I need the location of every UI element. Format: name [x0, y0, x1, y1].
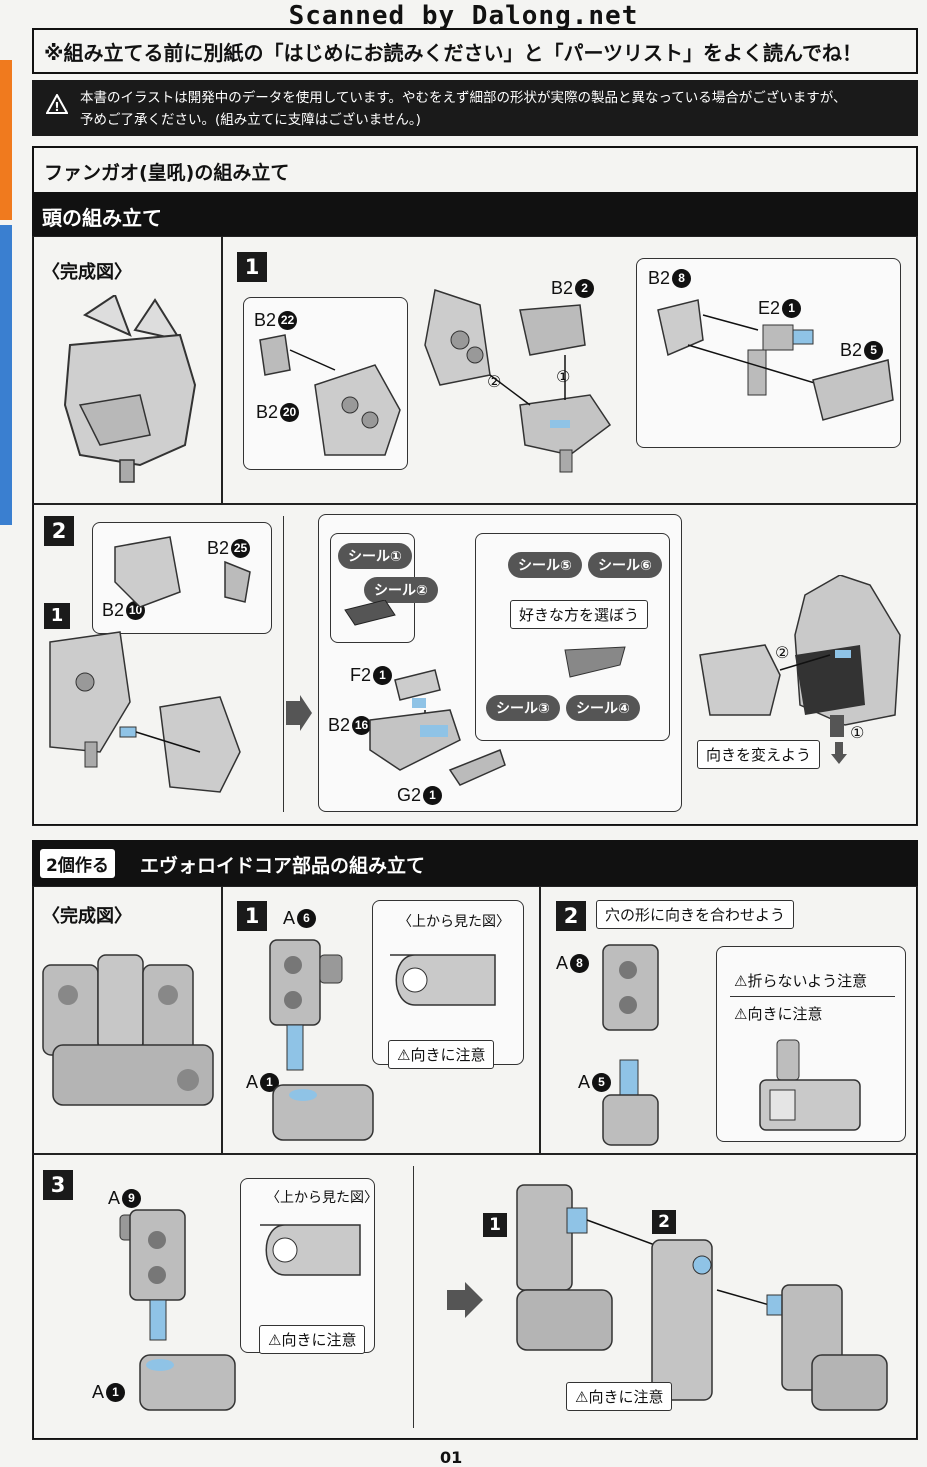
- step-number: 3: [43, 1170, 73, 1200]
- divider: [730, 996, 895, 997]
- detail-box: [636, 258, 901, 448]
- section2-bar: 2個作る エヴォロイドコア部品の組み立て: [32, 840, 918, 886]
- divider: [413, 1166, 414, 1428]
- core-step3-illustration: [119, 1209, 236, 1411]
- caution-orientation: ⚠向きに注意: [566, 1382, 673, 1411]
- warning-box: ! 本書のイラストは開発中のデータを使用しています。やむをえず細部の形状が実際の…: [32, 80, 918, 136]
- page-number: 01: [440, 1448, 463, 1467]
- sticker-part-illustration: [564, 646, 626, 678]
- next-arrow-icon: [447, 1282, 483, 1318]
- caution-no-bend: ⚠折らないよう注意: [734, 972, 868, 990]
- part-b2-cheek-illustration: [259, 334, 401, 456]
- sticker-label: シール⑥: [588, 552, 662, 578]
- step-number: 1: [237, 901, 267, 931]
- caution-orientation: ⚠向きに注意: [388, 1040, 495, 1069]
- divider: [283, 516, 284, 812]
- top-view-illustration: [390, 954, 496, 1006]
- completed-label: 〈完成図〉: [42, 906, 132, 927]
- sub-step-number: 2: [652, 1210, 676, 1234]
- step-number: 1: [237, 252, 267, 282]
- warning-line2: 予めご了承ください。(組み立てに支障はございません。): [80, 112, 421, 128]
- warning-line1: 本書のイラストは開発中のデータを使用しています。やむをえず細部の形状が実際の製品…: [80, 90, 847, 106]
- head-final-assembly-illustration: [699, 575, 901, 737]
- order-label: ②: [775, 643, 790, 662]
- align-hole-hint: 穴の形に向きを合わせよう: [596, 900, 795, 929]
- head-assembly-illustration: [424, 289, 612, 473]
- sticker-label: シール②: [364, 577, 438, 603]
- choose-hint: 好きな方を選ぼう: [510, 600, 649, 629]
- side-tab-orange: [0, 60, 12, 220]
- notice-read-first: ※組み立てる前に別紙の「はじめにお読みください」と「パーツリスト」をよく読んでね…: [32, 28, 918, 74]
- top-view-label: 〈上から見た図〉: [266, 1190, 378, 1206]
- sticker-label: シール⑤: [508, 552, 582, 578]
- subsection-bar: 頭の組み立て: [32, 192, 918, 236]
- mouth-parts-illustration: [344, 600, 506, 786]
- order-label: ②: [487, 372, 502, 391]
- sticker-label: シール④: [566, 695, 640, 721]
- lion-head-illustration: [63, 295, 197, 483]
- svg-text:!: !: [54, 100, 59, 114]
- order-label: ①: [556, 367, 571, 386]
- sub-step-number: 1: [483, 1213, 507, 1237]
- core-completed-illustration: [42, 954, 214, 1106]
- caution-orientation: ⚠向きに注意: [259, 1325, 366, 1354]
- sticker-label: シール③: [486, 695, 560, 721]
- subsection-title: 頭の組み立て: [42, 206, 162, 230]
- step-number: 2: [556, 901, 586, 931]
- side-tab-blue: [0, 225, 12, 525]
- caution-orientation: ⚠向きに注意: [734, 1005, 823, 1023]
- head-step2-panel: [32, 504, 918, 826]
- order-label: ①: [850, 723, 865, 742]
- next-arrow-icon: [286, 695, 312, 731]
- completed-label: 〈完成図〉: [42, 262, 132, 283]
- sticker-label: シール①: [338, 543, 412, 569]
- peg-detail-illustration: [759, 1039, 861, 1131]
- jaw-parts-illustration: [657, 299, 894, 421]
- top-view-label: 〈上から見た図〉: [398, 914, 510, 930]
- core-step1-illustration: [269, 939, 374, 1141]
- core-step2-illustration: [602, 944, 659, 1146]
- sub-step-number: 1: [44, 603, 70, 629]
- core-step3-panel: [32, 1154, 918, 1440]
- core-step1-panel: [222, 886, 540, 1154]
- head-step1-panel: [222, 236, 918, 504]
- step-number: 2: [44, 516, 74, 546]
- warning-icon: !: [46, 94, 68, 114]
- core-completed-panel: [32, 886, 222, 1154]
- top-view-illustration: [260, 1224, 361, 1276]
- section1-title: ファンガオ(皇吼)の組み立て: [44, 162, 290, 184]
- core-step2-panel: [540, 886, 918, 1154]
- make-two-badge: 2個作る: [40, 849, 115, 878]
- down-arrow-icon: [831, 742, 847, 764]
- core-join-illustration: [516, 1184, 888, 1411]
- scan-credit: Scanned by Dalong.net: [288, 1, 639, 31]
- head-face-assembly-illustration: [49, 536, 251, 793]
- turn-hint: 向きを変えよう: [697, 740, 821, 769]
- head-completed-panel: [32, 236, 222, 504]
- section2-title: エヴォロイドコア部品の組み立て: [140, 855, 426, 877]
